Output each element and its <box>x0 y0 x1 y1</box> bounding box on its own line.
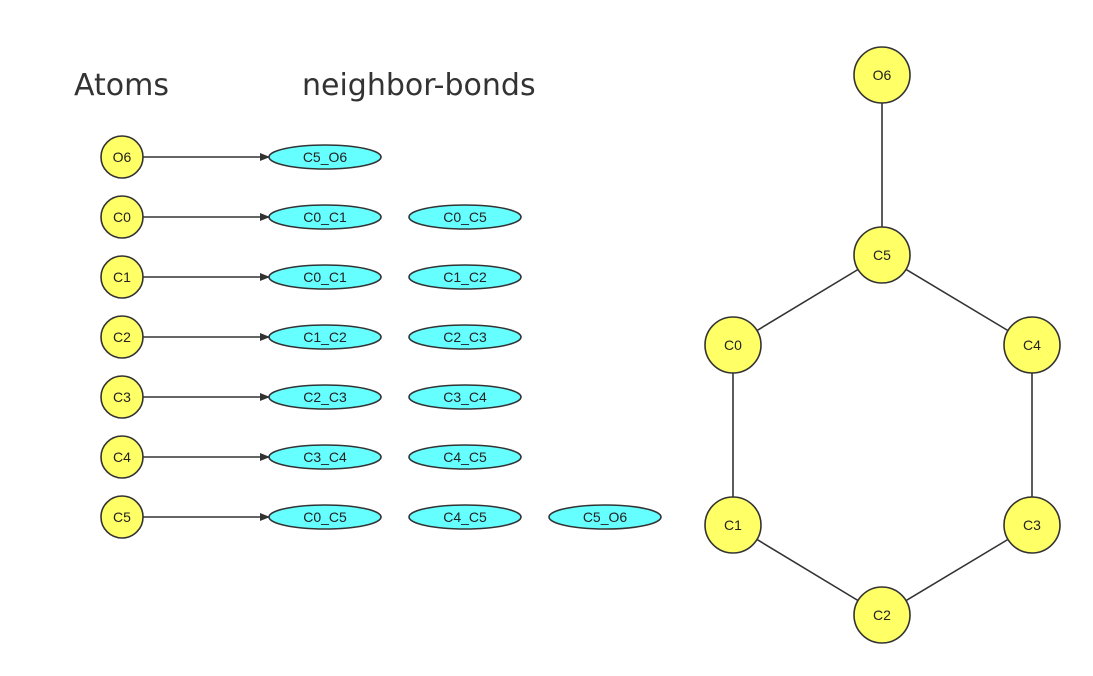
bond-label: C3_C4 <box>443 389 487 405</box>
atom-row: C3 C2_C3 C3_C4 <box>100 375 522 419</box>
bond-node <box>268 444 382 470</box>
molecule-atom-label: C2 <box>873 607 891 623</box>
bond-node <box>268 144 382 170</box>
atom-row: C2 C1_C2 C2_C3 <box>100 315 522 359</box>
bond-node <box>268 324 382 350</box>
bond-node <box>548 504 662 530</box>
atom-row: C4 C3_C4 C4_C5 <box>100 435 522 479</box>
atom-label: C3 <box>113 389 131 405</box>
bond-node <box>408 384 522 410</box>
bond-label: C4_C5 <box>443 449 487 465</box>
bond-node <box>268 264 382 290</box>
molecule-bond-edge <box>732 254 883 346</box>
atom-row: C1 C0_C1 C1_C2 <box>100 255 522 299</box>
molecule-atom-label: C3 <box>1023 517 1041 533</box>
bond-node <box>408 324 522 350</box>
molecule-atom-label: C1 <box>724 517 742 533</box>
bond-node <box>268 504 382 530</box>
atom-label: C1 <box>113 269 131 285</box>
molecule-atom-node <box>704 316 762 374</box>
bond-label: C3_C4 <box>303 449 347 465</box>
bond-node <box>408 204 522 230</box>
molecule-atom-node <box>704 496 762 554</box>
bond-label: C0_C5 <box>303 509 347 525</box>
bond-node <box>408 504 522 530</box>
atom-label: C0 <box>113 209 131 225</box>
bond-label: C5_O6 <box>303 149 348 165</box>
atom-node <box>100 135 144 179</box>
atom-node <box>100 195 144 239</box>
atom-label: C2 <box>113 329 131 345</box>
bond-label: C0_C1 <box>303 269 347 285</box>
atom-node <box>100 435 144 479</box>
bond-label: C1_C2 <box>443 269 487 285</box>
neighbor-bonds-heading: neighbor-bonds <box>302 68 536 103</box>
bond-node <box>268 204 382 230</box>
molecule-atom-node <box>853 46 911 104</box>
bond-label: C2_C3 <box>443 329 487 345</box>
molecule-atom-label: C0 <box>724 337 742 353</box>
molecule-atom-node <box>1003 316 1061 374</box>
bond-node <box>408 264 522 290</box>
atom-node <box>100 315 144 359</box>
atom-label: O6 <box>113 149 132 165</box>
molecule-bond-edge <box>881 524 1033 616</box>
molecule-atom-label: O6 <box>873 67 892 83</box>
molecule-atom-label: C5 <box>873 247 891 263</box>
atom-node <box>100 495 144 539</box>
bond-node <box>268 384 382 410</box>
atom-node <box>100 375 144 419</box>
bond-label: C0_C1 <box>303 209 347 225</box>
bond-label: C2_C3 <box>303 389 347 405</box>
molecule-bond-edge <box>732 524 883 616</box>
bond-node <box>408 444 522 470</box>
molecule-bond-edge <box>881 254 1033 346</box>
molecule-atom-node <box>853 586 911 644</box>
atom-label: C4 <box>113 449 131 465</box>
atom-row: O6 C5_O6 <box>100 135 382 179</box>
atom-row: C5 C0_C5 C4_C5 C5_O6 <box>100 495 662 539</box>
atom-node <box>100 255 144 299</box>
bond-label: C1_C2 <box>303 329 347 345</box>
atom-label: C5 <box>113 509 131 525</box>
bond-label: C5_O6 <box>583 509 628 525</box>
molecule-atom-node <box>853 226 911 284</box>
atoms-heading: Atoms <box>74 68 169 103</box>
bond-label: C4_C5 <box>443 509 487 525</box>
molecule-atom-label: C4 <box>1023 337 1041 353</box>
bond-label: C0_C5 <box>443 209 487 225</box>
molecule-atom-node <box>1003 496 1061 554</box>
atom-row: C0 C0_C1 C0_C5 <box>100 195 522 239</box>
